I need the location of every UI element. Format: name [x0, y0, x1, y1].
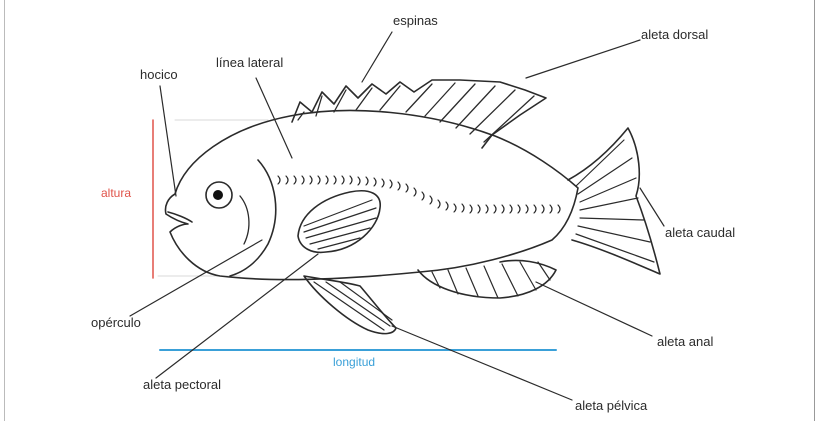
leader-espinas	[362, 32, 392, 82]
leader-linea-lateral	[256, 78, 292, 158]
dorsal-fin	[292, 80, 546, 148]
label-operculo: opérculo	[91, 316, 141, 329]
anal-fin	[418, 260, 556, 298]
pupil	[213, 190, 223, 200]
label-altura: altura	[101, 187, 131, 199]
leader-hocico	[160, 86, 176, 196]
leader-aleta-pectoral	[156, 254, 318, 378]
label-longitud: longitud	[333, 356, 375, 368]
label-aleta-dorsal: aleta dorsal	[641, 28, 708, 41]
anal-fin-rays	[432, 262, 550, 298]
gill-line	[240, 196, 249, 244]
label-aleta-anal: aleta anal	[657, 335, 713, 348]
label-espinas: espinas	[393, 14, 438, 27]
leader-lines	[130, 32, 664, 400]
label-aleta-pectoral: aleta pectoral	[143, 378, 221, 391]
label-aleta-caudal: aleta caudal	[665, 226, 735, 239]
dorsal-fin-rays	[298, 83, 534, 142]
leader-aleta-pelvica	[392, 326, 572, 400]
label-aleta-pelvica: aleta pélvica	[575, 399, 647, 412]
label-hocico: hocico	[140, 68, 178, 81]
pelvic-fin-rays	[314, 282, 392, 330]
leader-aleta-anal	[536, 282, 652, 336]
operculum	[230, 160, 276, 276]
lateral-line-marks	[278, 176, 560, 213]
label-linea-lateral: línea lateral	[216, 56, 283, 69]
leader-aleta-dorsal	[526, 40, 640, 78]
caudal-fin-rays	[576, 140, 654, 262]
